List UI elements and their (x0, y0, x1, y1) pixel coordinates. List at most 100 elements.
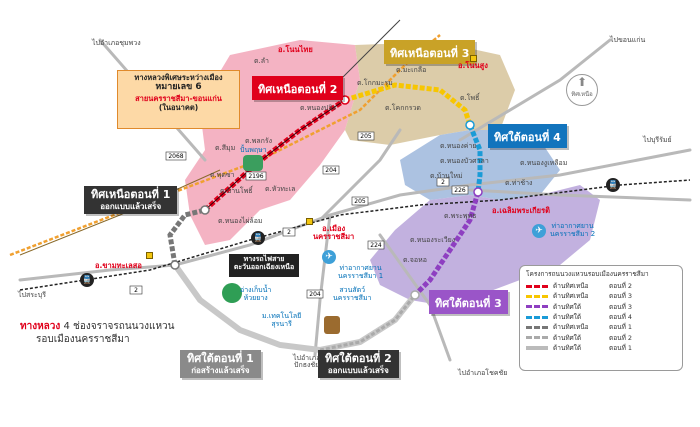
legend-segment-part: ตอนที่ 1 (609, 323, 633, 332)
label-to-pakthongchai-1: ไปอำเภอ (293, 354, 321, 362)
legend-segment-name: ด้านทิศเหนือ (553, 323, 589, 332)
phanom-image (243, 155, 263, 171)
callout-north-1: ทิศเหนือตอนที่ 1 ออกแบบแล้วเสร็จ (84, 186, 178, 214)
town-nongthai: อ.โนนไทย (278, 45, 313, 54)
legend-swatch (526, 345, 548, 350)
north-arrow-icon: ⬆ (576, 75, 588, 89)
legend-segment-part: ตอนที่ 4 (609, 313, 633, 322)
label-to-pakthongchai: ไปอำเภอ ปักธงชัย (293, 355, 320, 369)
route-2-c: 2 (441, 179, 445, 186)
route-224: 224 (370, 242, 382, 249)
highway6-line4: (ในอนาคต) (158, 103, 199, 112)
zone-north-east (345, 42, 515, 145)
label-t-pho: ต.โพธิ์ (460, 94, 480, 102)
town-marker-nonsung (470, 55, 477, 62)
legend-segment-part: ตอนที่ 2 (609, 282, 633, 291)
legend-segment-part: ตอนที่ 2 (609, 333, 633, 342)
label-to-pakthongchai-2: ปักธงชัย (294, 361, 320, 369)
label-zoo: สวนสัตว์นครราชสีมา (333, 286, 372, 303)
callout-south-2-sub: ออกแบบแล้วเสร็จ (327, 365, 389, 375)
title-line2: รอบเมืองนครราชสีมา (36, 334, 130, 345)
label-airport-2: ท่าอากาศยานนครราชสีมา 2 (550, 222, 596, 239)
map-title: ทางหลวง 4 ช่องจราจรถนนวงแหวน รอบเมืองนคร… (20, 320, 175, 346)
label-t-nongbua: ต.หนองบัวศาลา (440, 157, 489, 165)
callout-south-3: ทิศใต้ตอนที่ 3 (429, 290, 508, 315)
legend-row: ด้านทิศเหนือ ตอนที่ 1 (526, 322, 676, 332)
label-to-chaiyaphum: ไปอำเภอชุมพวง (92, 39, 141, 47)
label-t-khokkruat: ต.โคกกรวด (385, 104, 421, 112)
highway6-line1: ทางหลวงพิเศษระหว่างเมือง (134, 73, 223, 82)
legend-row: ด้านทิศใต้ ตอนที่ 4 (526, 312, 676, 322)
label-t-phutsa: ต.พุดซา (210, 171, 235, 179)
label-t-kuamaru: ต.โกกมะรุม (357, 79, 393, 87)
label-phanom: ปั้นพฤษา (240, 146, 267, 154)
legend-row: ด้านทิศเหนือตอนที่ 3 (526, 291, 676, 301)
legend-row: ด้านทิศเหนือตอนที่ 2 (526, 281, 676, 291)
legend-segment-name: ด้านทิศใต้ (553, 333, 582, 342)
callout-south-2: ทิศใต้ตอนที่ 2 ออกแบบแล้วเสร็จ (318, 350, 399, 378)
legend-swatch (526, 294, 548, 298)
label-t-chorakhe: ต.จอหอ (403, 256, 427, 264)
legend-swatch (526, 325, 548, 329)
railway-label: ทางรถไฟสายตะวันออกเฉียงเหนือ (229, 254, 299, 277)
callout-south-4: ทิศใต้ตอนที่ 4 (488, 124, 567, 149)
label-t-nongpluang: ต.หนองปลิง (300, 104, 336, 112)
town-kham: อ.ขามทะเลสอ (95, 261, 142, 270)
town-chalerm: อ.เฉลิมพระเกียรติ (492, 206, 550, 215)
legend-segment-name: ด้านทิศใต้ (553, 313, 582, 322)
callout-south-3-text: ทิศใต้ตอนที่ 3 (435, 297, 502, 310)
label-university: ม.เทคโนโลยีสุรนารี (262, 312, 302, 329)
label-reservoir: อ่างเก็บน้ำห้วยยาง (240, 286, 272, 303)
route-2-b: 2 (134, 287, 138, 294)
label-t-phlong: ต.พลกรัง (245, 137, 273, 145)
legend-segment-name: ด้านทิศใต้ (553, 343, 582, 352)
compass-label: ทิศเหนือ (571, 91, 593, 98)
legend-swatch (526, 305, 548, 309)
town-nonsung: อ.โนนสูง (458, 61, 488, 70)
legend-title: โครงการถนนวงแหวนรอบเมืองนครราชสีมา (526, 270, 649, 278)
legend-segment-part: ตอนที่ 3 (609, 302, 633, 311)
label-t-nongphai: ต.หนองไผ่ล้อม (218, 217, 263, 225)
ring-north-3 (344, 82, 473, 126)
route-204-b: 204 (309, 291, 321, 298)
label-t-nongyang: ต.หนองงูเหลือม (520, 159, 568, 167)
legend-swatch (526, 315, 548, 319)
callout-south-1-title: ทิศใต้ตอนที่ 1 (187, 352, 254, 365)
label-t-phra: ต.พระพุทธ (444, 212, 477, 220)
label-t-tha: ต.ท่าช้าง (505, 179, 533, 187)
train-icon-east: 🚆 (606, 178, 620, 192)
highway6-line2: หมายเลข 6 (155, 82, 202, 93)
route-2-a: 2 (287, 229, 291, 236)
label-t-banmai: ต.บ้านใหม่ (430, 172, 463, 180)
legend-row: ด้านทิศใต้ ตอนที่ 2 (526, 332, 676, 342)
zoo-image (324, 316, 340, 334)
reservoir-image (222, 283, 242, 303)
town-marker-kham (146, 252, 153, 259)
callout-north-3: ทิศเหนือตอนที่ 3 (384, 40, 476, 65)
town-mueang: อ.เมือง นครราชสีมา (313, 225, 354, 240)
train-icon-center: 🚆 (251, 231, 265, 245)
legend-row: ด้านทิศใต้ ตอนที่ 1 (526, 343, 676, 353)
town-marker-mueang (306, 218, 313, 225)
legend-segment-part: ตอนที่ 1 (609, 343, 633, 352)
callout-north-1-title: ทิศเหนือตอนที่ 1 (91, 188, 171, 201)
ring-south-4 (467, 124, 483, 193)
zone-south-east (370, 185, 600, 305)
ring-south-2 (319, 294, 417, 352)
legend-swatch (526, 284, 548, 288)
label-to-saraburi: ไปสระบุรี (18, 291, 46, 299)
compass: ⬆ ทิศเหนือ (566, 74, 598, 106)
callout-north-2: ทิศเหนือตอนที่ 2 (252, 76, 344, 101)
callout-south-1: ทิศใต้ตอนที่ 1 ก่อสร้างแล้วเสร็จ (180, 350, 261, 378)
highway6-line3: สายนครราชสีมา-ขอนแก่น (135, 93, 222, 103)
label-to-chokchai: ไปอำเภอโชคชัย (458, 369, 508, 377)
route-2068: 2068 (168, 153, 183, 160)
railway-line (19, 179, 691, 291)
route-205-a: 205 (360, 133, 372, 140)
town-mueang-line2: นครราชสีมา (313, 231, 355, 241)
label-to-buriram: ไปบุรีรัมย์ (643, 136, 672, 144)
callout-south-1-sub: ก่อสร้างแล้วเสร็จ (191, 365, 250, 375)
legend-row: ด้านทิศใต้ตอนที่ 3 (526, 302, 676, 312)
callout-south-2-title: ทิศใต้ตอนที่ 2 (325, 352, 392, 365)
highway6-info-box: ทางหลวงพิเศษระหว่างเมือง หมายเลข 6 สายนค… (117, 70, 240, 129)
